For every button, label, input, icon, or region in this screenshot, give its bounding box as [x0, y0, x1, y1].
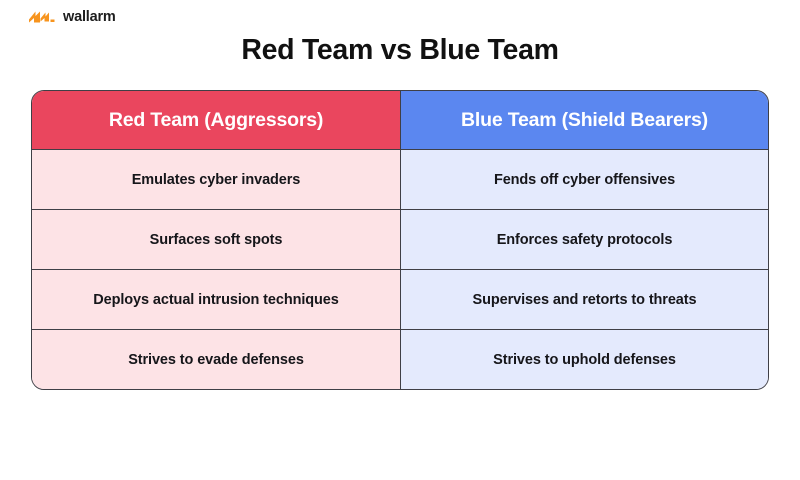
table-row: Deploys actual intrusion techniques Supe…: [32, 269, 768, 329]
cell-red-team: Deploys actual intrusion techniques: [32, 269, 400, 329]
table-row: Strives to evade defenses Strives to uph…: [32, 329, 768, 389]
wallarm-lightning-logo-icon: [29, 11, 55, 23]
comparison-table-container: Red Team (Aggressors) Blue Team (Shield …: [31, 90, 769, 390]
table-row: Emulates cyber invaders Fends off cyber …: [32, 149, 768, 209]
page-title: Red Team vs Blue Team: [241, 34, 559, 66]
brand-name: wallarm: [63, 8, 116, 25]
cell-blue-team: Strives to uphold defenses: [400, 329, 768, 389]
column-header-red-team: Red Team (Aggressors): [32, 91, 400, 149]
table-header-row: Red Team (Aggressors) Blue Team (Shield …: [32, 91, 768, 149]
cell-blue-team: Enforces safety protocols: [400, 209, 768, 269]
red-team-vs-blue-team-table: Red Team (Aggressors) Blue Team (Shield …: [31, 90, 769, 390]
cell-blue-team: Fends off cyber offensives: [400, 149, 768, 209]
table-row: Surfaces soft spots Enforces safety prot…: [32, 209, 768, 269]
brand-logo: wallarm: [28, 6, 116, 28]
cell-red-team: Surfaces soft spots: [32, 209, 400, 269]
cell-red-team: Strives to evade defenses: [32, 329, 400, 389]
cell-blue-team: Supervises and retorts to threats: [400, 269, 768, 329]
column-header-blue-team: Blue Team (Shield Bearers): [400, 91, 768, 149]
cell-red-team: Emulates cyber invaders: [32, 149, 400, 209]
